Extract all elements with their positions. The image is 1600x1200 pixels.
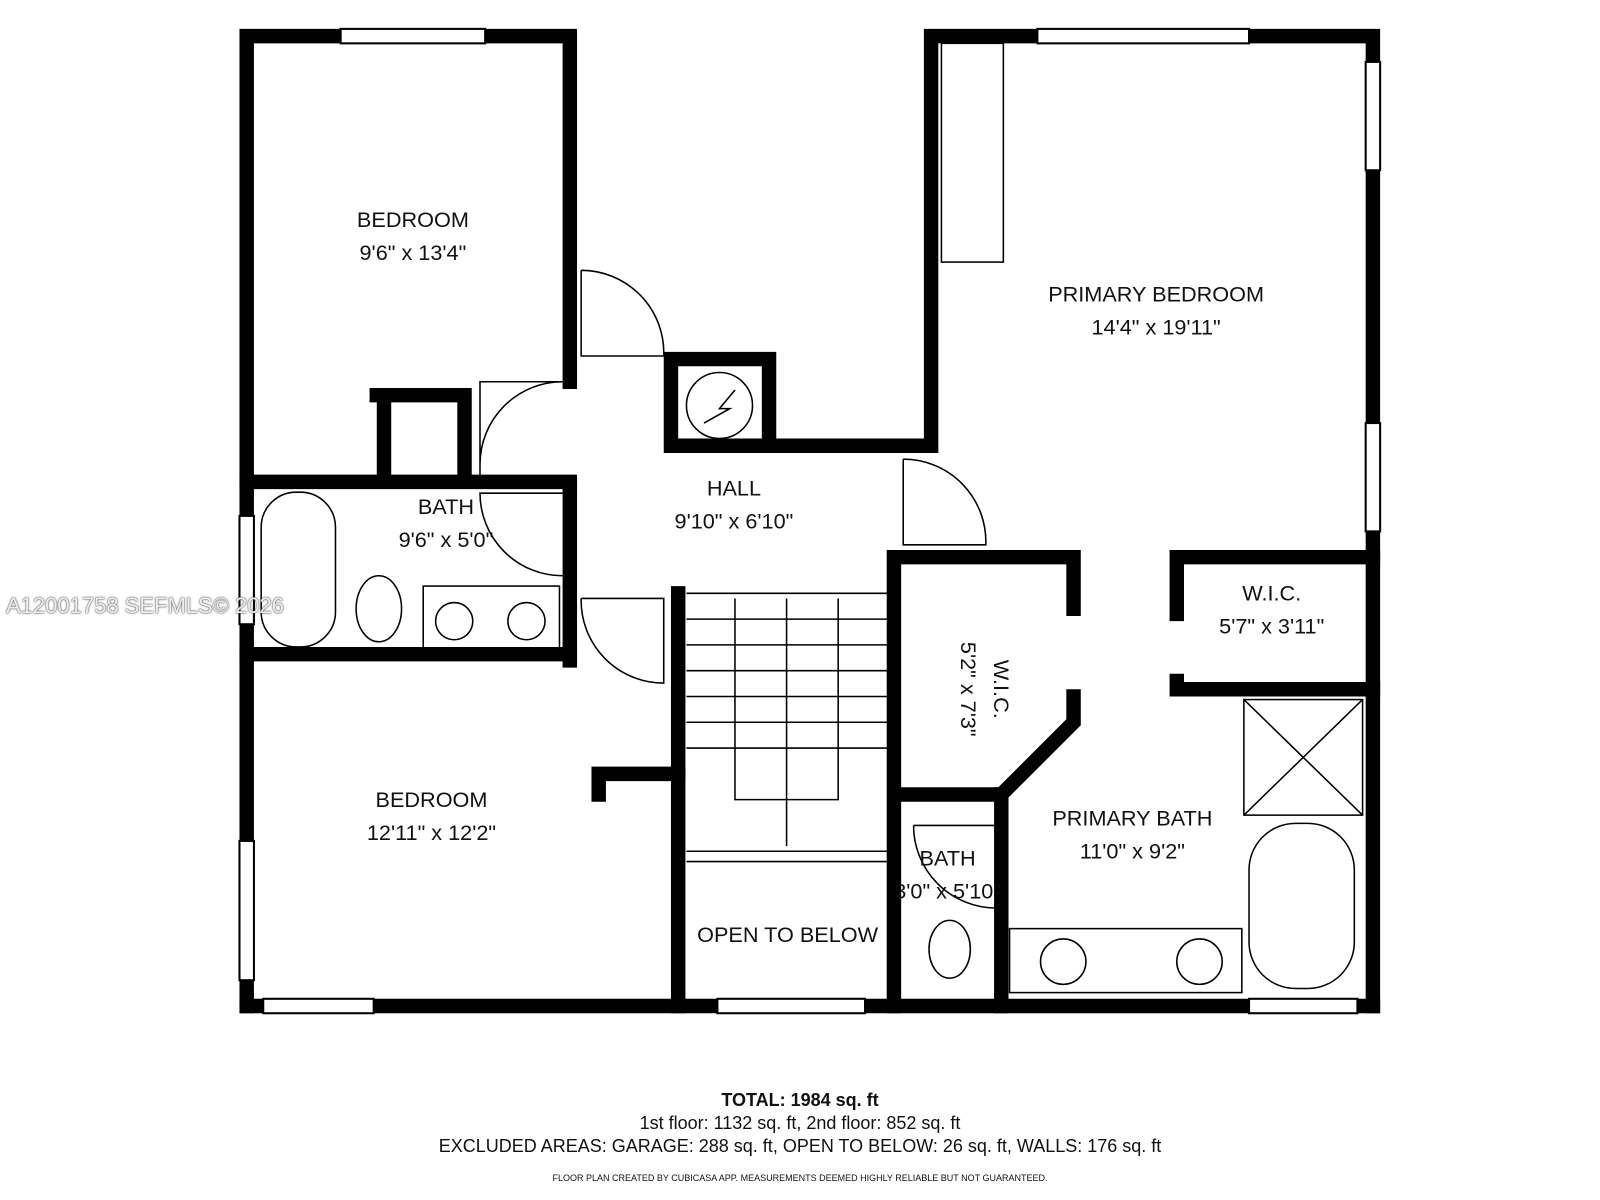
floor-areas: 1st floor: 1132 sq. ft, 2nd floor: 852 s… [639, 1113, 961, 1133]
room-dims: 9'10" x 6'10" [675, 508, 794, 533]
room-name: OPEN TO BELOW [697, 922, 879, 947]
room-dims: 9'6" x 13'4" [360, 240, 467, 265]
room-labels: BEDROOM 9'6" x 13'4" PRIMARY BEDROOM 14'… [357, 207, 1324, 947]
watermark: A12001758 SEFMLS© 2026 [6, 593, 284, 618]
excluded-areas: EXCLUDED AREAS: GARAGE: 288 sq. ft, OPEN… [438, 1136, 1162, 1156]
room-dims: 5'2" x 7'3" [956, 642, 981, 737]
room-name: BEDROOM [357, 207, 469, 232]
room-name: W.I.C. [989, 660, 1014, 719]
room-dims: 5'7" x 3'11" [1219, 614, 1324, 639]
windows [238, 27, 1382, 1015]
room-name: HALL [707, 475, 761, 500]
room-name: PRIMARY BATH [1052, 805, 1212, 830]
room-name: BATH [920, 846, 976, 871]
room-dims: 3'0" x 5'10" [894, 879, 1001, 904]
fixtures [260, 42, 1364, 994]
room-name: BEDROOM [376, 787, 488, 812]
room-name: BATH [418, 494, 474, 519]
room-dims: 14'4" x 19'11" [1092, 314, 1221, 339]
walls [239, 28, 1381, 1014]
room-name: PRIMARY BEDROOM [1048, 281, 1264, 306]
room-dims: 12'11" x 12'2" [367, 820, 496, 845]
room-name: W.I.C. [1242, 581, 1301, 606]
room-dims: 11'0" x 9'2" [1080, 838, 1185, 863]
total-area: TOTAL: 1984 sq. ft [721, 1090, 879, 1110]
disclaimer: FLOOR PLAN CREATED BY CUBICASA APP. MEAS… [552, 1173, 1048, 1183]
room-dims: 9'6" x 5'0" [399, 527, 494, 552]
